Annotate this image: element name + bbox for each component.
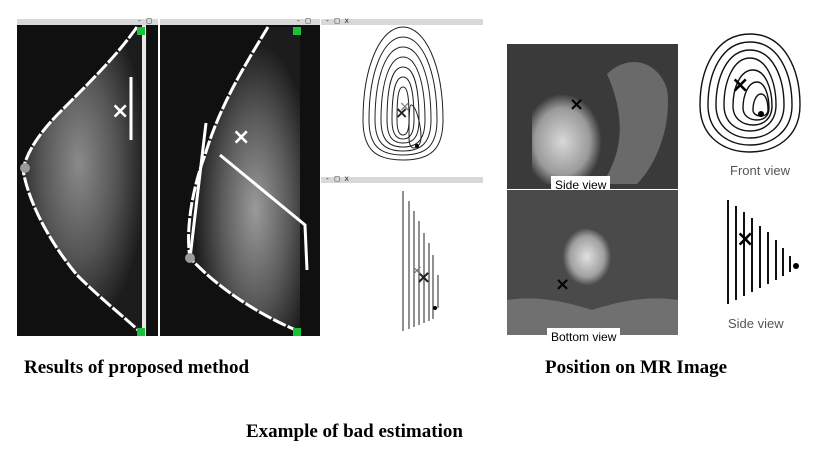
side-view-label: Side view bbox=[551, 176, 611, 194]
front-view-label: Front view bbox=[730, 163, 790, 178]
mammo-left-image bbox=[20, 25, 147, 336]
svg-text:×: × bbox=[399, 99, 411, 115]
mammo-right-image bbox=[185, 26, 309, 336]
svg-text:×: × bbox=[411, 263, 423, 279]
contour-line bbox=[187, 26, 299, 333]
side-view-schematic: × bbox=[718, 198, 808, 308]
side-profile-svg: × × bbox=[402, 191, 439, 331]
svg-text:×: × bbox=[731, 73, 749, 98]
mr-side-svg: × bbox=[532, 62, 668, 184]
contour-front-plot: × × bbox=[321, 25, 483, 175]
side-view-label-text: Side view bbox=[555, 178, 607, 192]
side-view-2-label: Side view bbox=[728, 316, 784, 331]
svg-text:×: × bbox=[416, 267, 431, 288]
window-controls[interactable]: - □ x bbox=[325, 174, 350, 183]
side-profile-plot: × × bbox=[321, 183, 483, 333]
front-view-svg: × bbox=[699, 33, 801, 153]
svg-text:×: × bbox=[569, 94, 584, 115]
mammo-right-panel: × bbox=[160, 25, 320, 336]
window-controls[interactable]: - □ x bbox=[325, 16, 350, 25]
estimated-position-marker: × bbox=[232, 125, 251, 150]
mr-bottom-image: × Bottom view bbox=[507, 190, 678, 346]
mammo-left-panel: × bbox=[17, 25, 158, 336]
figure-title: Example of bad estimation bbox=[246, 421, 463, 442]
svg-text:×: × bbox=[395, 103, 408, 122]
front-view-schematic: × bbox=[695, 30, 805, 155]
results-caption: Results of proposed method bbox=[24, 357, 250, 378]
svg-text:×: × bbox=[736, 227, 754, 252]
svg-text:×: × bbox=[555, 274, 570, 295]
bottom-view-label-text: Bottom view bbox=[551, 330, 617, 344]
mr-bottom-svg: × bbox=[507, 227, 678, 335]
side-view-svg: × bbox=[727, 200, 799, 304]
estimated-position-marker: × bbox=[111, 99, 130, 124]
position-caption: Position on MR Image bbox=[545, 357, 728, 378]
contour-front-svg: × × bbox=[362, 26, 444, 161]
mr-side-image: × Side view bbox=[507, 44, 678, 194]
bottom-view-label: Bottom view bbox=[547, 328, 621, 346]
